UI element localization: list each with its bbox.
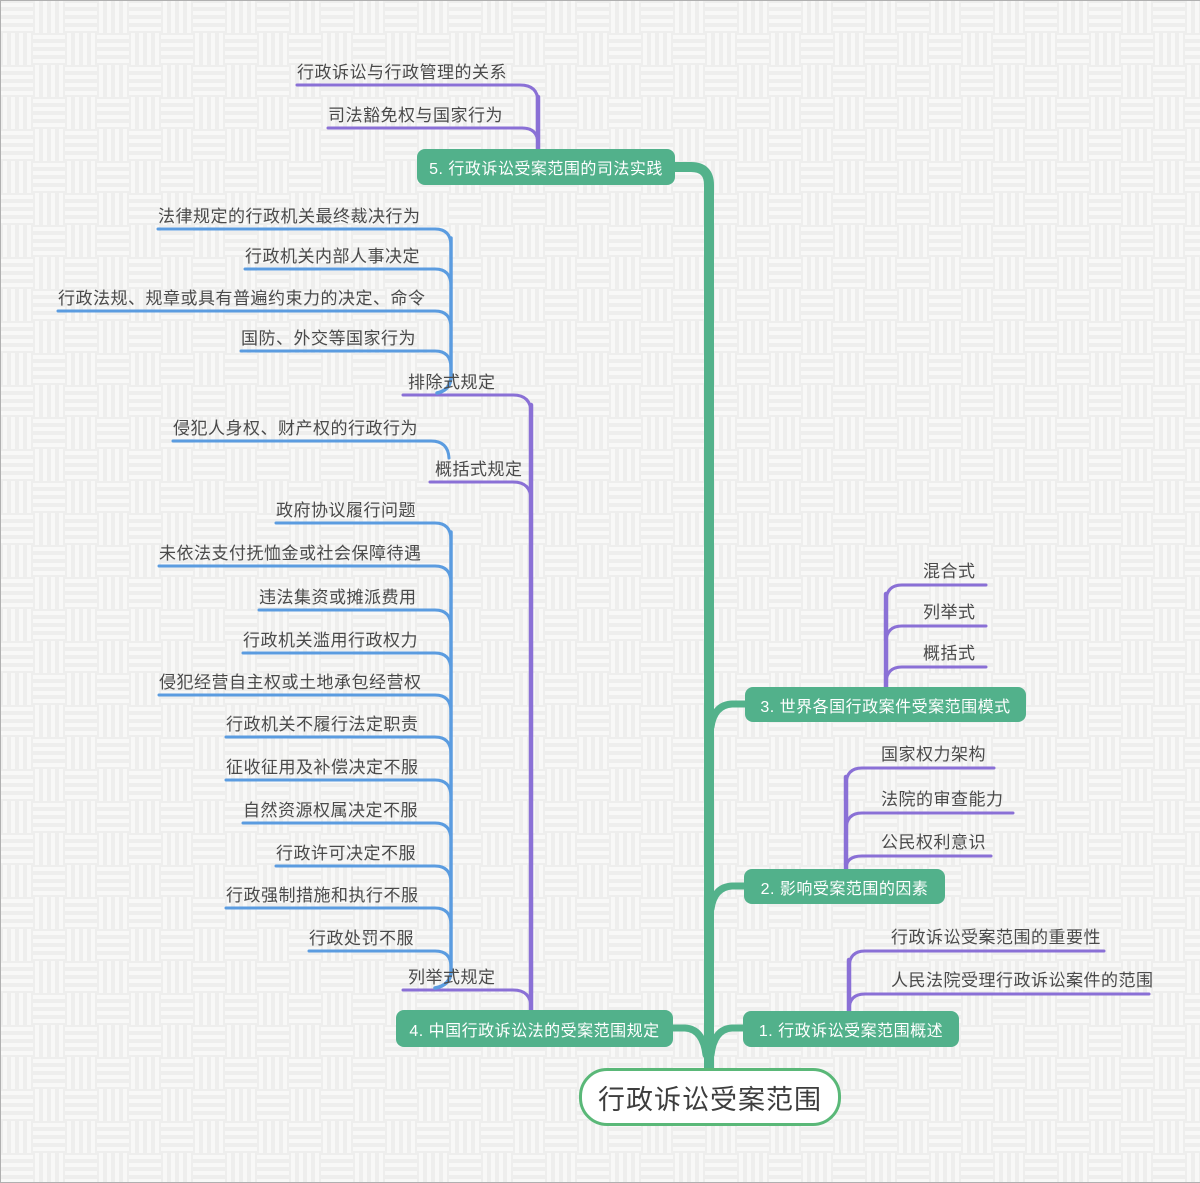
branch3-connector (707, 700, 749, 731)
topic-administrative-penalty[interactable]: 行政处罚不服 (309, 929, 414, 948)
topic-citizen-rights-awareness[interactable]: 公民权利意识 (881, 833, 986, 852)
topic-illegal-fundraising-apportionment[interactable]: 违法集资或摊派费用 (259, 588, 417, 607)
topic-government-agreement-performance[interactable]: 政府协议履行问题 (276, 501, 416, 520)
b3-child0-line (884, 583, 988, 604)
topic-business-autonomy-land-contract[interactable]: 侵犯经营自主权或土地承包经营权 (159, 673, 422, 692)
topic-enumerated-model[interactable]: 列举式 (923, 603, 976, 622)
enum-child9-line (224, 906, 453, 927)
excl-child3-line (239, 349, 453, 370)
topic-defense-diplomacy-state-acts[interactable]: 国防、外交等国家行为 (241, 329, 416, 348)
branch-node-3[interactable]: 3. 世界各国行政案件受案范围模式 (745, 687, 1026, 722)
topic-failure-to-perform-duties[interactable]: 行政机关不履行法定职责 (226, 715, 419, 734)
topic-final-ruling-acts[interactable]: 法律规定的行政机关最终裁决行为 (158, 207, 421, 226)
topic-expropriation-compensation[interactable]: 征收征用及补偿决定不服 (226, 758, 419, 777)
gen-child0-line (171, 439, 451, 460)
enum-spine (433, 530, 453, 990)
enum-child6-line (224, 778, 453, 799)
enum-child5-line (224, 735, 453, 756)
topic-exclusion-provisions[interactable]: 排除式规定 (408, 373, 496, 392)
enum-child3-line (241, 651, 453, 672)
trunk-connector (670, 162, 714, 1074)
enum-child4-line (157, 693, 453, 714)
enum-child0-line (274, 521, 453, 542)
topic-abuse-of-administrative-power[interactable]: 行政机关滥用行政权力 (243, 631, 418, 650)
topic-court-review-capacity[interactable]: 法院的审查能力 (881, 790, 1004, 809)
topic-general-model[interactable]: 概括式 (923, 644, 976, 663)
topic-infringe-personal-property-rights[interactable]: 侵犯人身权、财产权的行政行为 (173, 419, 418, 438)
branch2-connector (707, 882, 749, 913)
excl-child0-line (156, 227, 453, 248)
topic-regulations-binding-orders[interactable]: 行政法规、规章或具有普遍约束力的决定、命令 (58, 289, 426, 308)
b2-child2-line (844, 854, 993, 871)
topic-judicial-immunity-state-acts[interactable]: 司法豁免权与国家行为 (328, 106, 503, 125)
branch-node-1[interactable]: 1. 行政诉讼受案范围概述 (743, 1011, 959, 1047)
topic-court-accepted-case-scope[interactable]: 人民法院受理行政诉讼案件的范围 (891, 971, 1154, 990)
excl-child1-line (243, 267, 453, 288)
b2-child1-line (844, 811, 1015, 832)
topic-state-power-structure[interactable]: 国家权力架构 (881, 745, 986, 764)
topic-pension-social-security[interactable]: 未依法支付抚恤金或社会保障待遇 (159, 544, 422, 563)
enum-child1-line (157, 564, 453, 585)
topic-mixed-model[interactable]: 混合式 (923, 562, 976, 581)
topic-natural-resource-ownership[interactable]: 自然资源权属决定不服 (243, 801, 418, 820)
enum-child2-line (257, 608, 453, 629)
b3-child2-line (884, 665, 988, 686)
root-node[interactable]: 行政诉讼受案范围 (579, 1068, 841, 1126)
b5-child1-line (326, 126, 540, 150)
topic-litigation-vs-management[interactable]: 行政诉讼与行政管理的关系 (297, 63, 507, 82)
branch-node-2[interactable]: 2. 影响受案范围的因素 (744, 869, 945, 904)
topic-internal-personnel-decisions[interactable]: 行政机关内部人事决定 (245, 247, 420, 266)
b1-child0-line (847, 949, 1106, 970)
topic-compulsory-measures-enforcement[interactable]: 行政强制措施和执行不服 (226, 886, 419, 905)
topic-general-provisions[interactable]: 概括式规定 (435, 460, 523, 479)
b4-exclusion-line (401, 393, 533, 415)
topic-administrative-license[interactable]: 行政许可决定不服 (276, 844, 416, 863)
b4-enumerated-line (401, 988, 533, 1010)
enum-child10-line (307, 949, 453, 969)
b4-general-line (428, 480, 533, 502)
branch-node-4[interactable]: 4. 中国行政诉讼法的受案范围规定 (396, 1010, 673, 1047)
b2-child0-line (844, 766, 996, 787)
excl-spine (435, 236, 453, 395)
b1-child1-line (847, 992, 1151, 1012)
excl-child2-line (56, 309, 453, 330)
enum-child8-line (274, 864, 453, 885)
topic-enumerated-provisions[interactable]: 列举式规定 (408, 968, 496, 987)
topic-importance-of-case-scope[interactable]: 行政诉讼受案范围的重要性 (891, 928, 1101, 947)
branch4-connector (669, 1024, 710, 1059)
branch1-connector (707, 1024, 749, 1059)
b3-child1-line (884, 624, 988, 645)
branch-node-5[interactable]: 5. 行政诉讼受案范围的司法实践 (417, 149, 675, 185)
enum-child7-line (241, 821, 453, 842)
